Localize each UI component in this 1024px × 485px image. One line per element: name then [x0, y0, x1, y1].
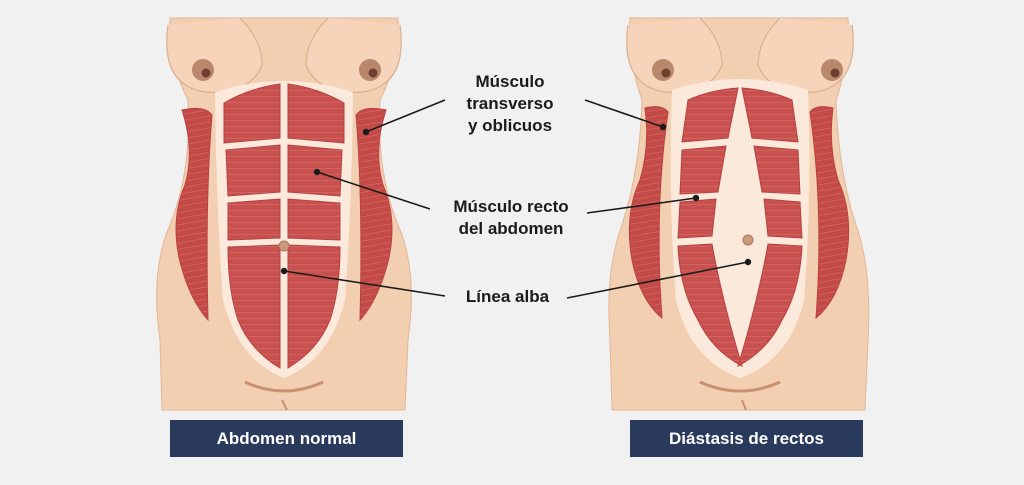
normal-pelvic-line — [244, 380, 324, 393]
diastasis-nipple-right-center — [830, 68, 840, 78]
normal-nipple-left-center — [201, 68, 211, 78]
leader-linea-right — [566, 261, 749, 299]
diastasis-navel — [742, 234, 754, 246]
leader-lines — [283, 99, 749, 299]
caption-diastasis-text: Diástasis de rectos — [669, 428, 824, 448]
diastasis-crotch-line — [741, 399, 747, 411]
normal-breast-right — [305, 17, 402, 93]
diastasis-rectus-right — [737, 87, 803, 368]
leader-rectus-left — [316, 171, 431, 210]
dot-oblique-right — [659, 123, 667, 131]
diastasis-oblique-left — [628, 106, 669, 320]
diastasis-figure — [608, 17, 870, 411]
diastasis-breast-right — [757, 17, 854, 93]
label-rectus-muscle: Músculo recto del abdomen — [436, 196, 586, 240]
normal-oblique-left — [175, 107, 213, 322]
normal-nipple-right-center — [368, 68, 378, 78]
dot-linea-right — [744, 258, 752, 266]
caption-normal: Abdomen normal — [170, 420, 403, 457]
label-rectus-line1: Músculo recto — [453, 197, 569, 216]
diastasis-nipple-left-center — [661, 68, 671, 78]
normal-abdomen-figure — [156, 17, 412, 411]
label-oblique-muscles: Músculo transverso y oblicuos — [455, 71, 565, 137]
leader-dots — [280, 123, 752, 275]
label-oblique-line3: y oblicuos — [467, 116, 553, 135]
normal-navel — [278, 240, 290, 252]
leader-linea-left — [283, 270, 446, 297]
label-rectus-line2: del abdomen — [458, 219, 564, 238]
dot-oblique-left — [362, 128, 370, 136]
label-linea-alba: Línea alba — [450, 286, 565, 308]
label-oblique-line2: transverso — [466, 94, 554, 113]
leader-oblique-right — [584, 99, 664, 128]
normal-rectus-left — [223, 83, 281, 369]
label-linea-alba-text: Línea alba — [465, 287, 550, 306]
diastasis-pelvic-line — [699, 380, 781, 393]
dot-linea-left — [280, 267, 288, 275]
diastasis-oblique-right — [809, 106, 850, 320]
normal-crotch-line — [281, 399, 288, 411]
dot-rectus-right — [692, 194, 700, 202]
caption-normal-text: Abdomen normal — [216, 428, 357, 448]
leader-oblique-left — [365, 99, 446, 133]
leader-rectus-right — [586, 197, 697, 214]
dot-rectus-left — [313, 168, 321, 176]
diastasis-breast-left — [626, 17, 723, 93]
caption-diastasis: Diástasis de rectos — [630, 420, 863, 457]
diastasis-rectus-left — [677, 87, 743, 368]
normal-breast-left — [166, 17, 263, 93]
normal-oblique-right — [355, 107, 393, 322]
normal-rectus-right — [287, 83, 345, 369]
label-oblique-line1: Músculo — [475, 72, 545, 91]
